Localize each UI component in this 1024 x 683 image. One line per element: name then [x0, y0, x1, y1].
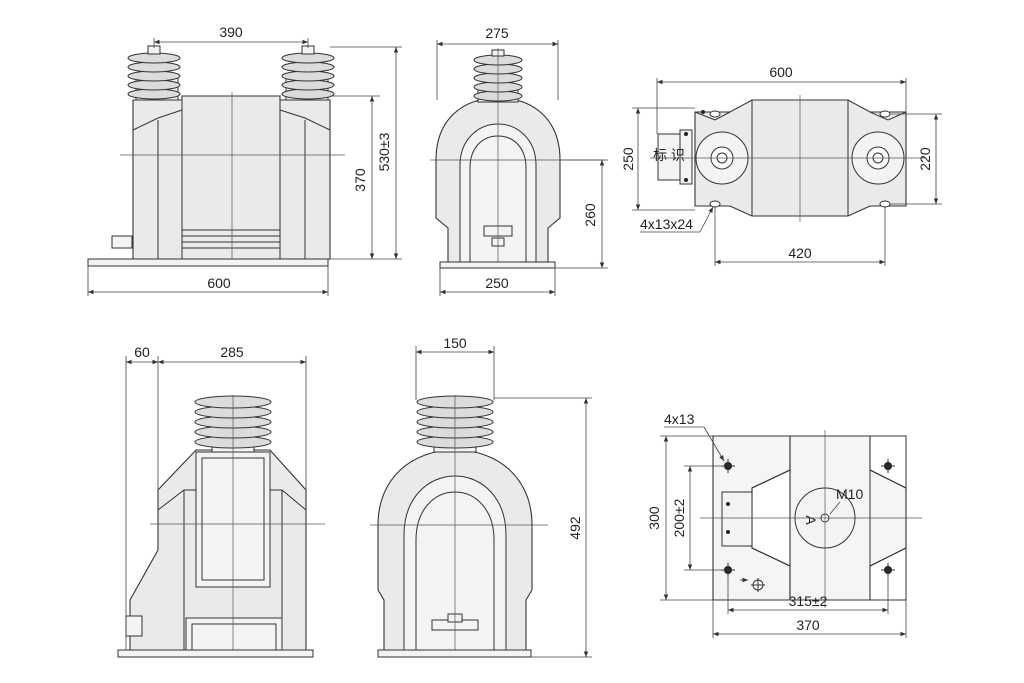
plan-view-top: 标 识 600 250 22	[620, 64, 942, 266]
bushing-side-top	[473, 49, 523, 103]
dim-plan-hole-spacing: 420	[788, 245, 812, 261]
note-plan-bottom-holes: 4x13	[664, 411, 695, 427]
side-view-top: 275 250 260	[430, 25, 608, 296]
dim-front-width: 285	[220, 344, 244, 360]
dim-plan-hole-width: 220	[917, 147, 933, 171]
dim-height-side: 260	[582, 203, 598, 227]
bushing-right	[281, 45, 335, 101]
dim-bushing-width-bottom: 150	[443, 335, 467, 351]
bushing-left	[127, 45, 181, 101]
svg-text:标 识: 标 识	[653, 147, 685, 163]
dim-plan-width: 250	[620, 147, 636, 171]
dim-base-width: 600	[207, 275, 231, 291]
dim-terminal-spacing: 390	[219, 24, 243, 40]
plan-view-bottom: A M10 300	[646, 411, 922, 638]
dim-plan-bottom-width: 300	[646, 506, 662, 530]
side-view-bottom: 150 492	[370, 335, 592, 658]
dim-plan-bottom-length: 370	[796, 617, 820, 633]
dim-total-height: 530±3	[376, 132, 392, 171]
terminal-label: M10	[836, 486, 863, 502]
dim-bushing-width-side: 275	[485, 25, 509, 41]
dim-base-width-side: 250	[485, 275, 509, 291]
dim-plan-length: 600	[769, 64, 793, 80]
dim-plan-bottom-hole-width: 200±2	[671, 498, 687, 537]
dim-body-height: 370	[352, 168, 368, 192]
dim-plan-bottom-hole-spacing: 315±2	[789, 593, 828, 609]
dim-offset: 60	[134, 344, 150, 360]
note-plan-holes: 4x13x24	[640, 216, 693, 232]
front-view-bottom: 60 285	[117, 344, 325, 658]
dim-side-height: 492	[567, 516, 583, 540]
plate-label: A	[803, 515, 819, 525]
front-view-top: 390 600 370 530±3	[87, 24, 402, 296]
